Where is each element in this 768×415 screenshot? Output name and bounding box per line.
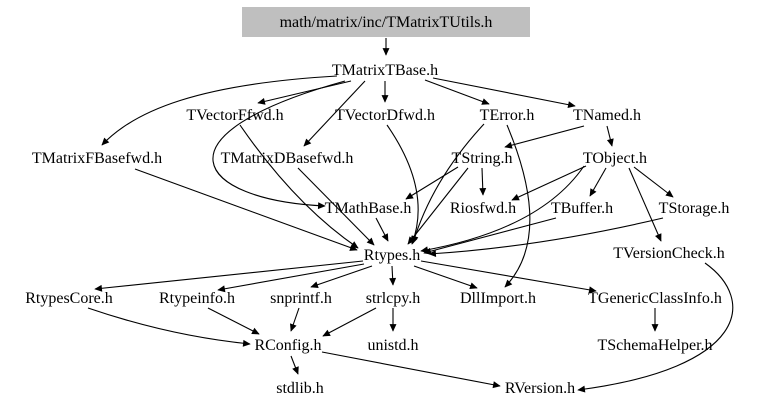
edge-Rtypes-to-Rtypeinfo: [217, 263, 365, 293]
node-label-stdlib: stdlib.h: [276, 380, 324, 397]
node-Rtypeinfo[interactable]: Rtypeinfo.h: [159, 290, 235, 307]
edge-TObject-to-TVersionCheck: [628, 167, 662, 242]
edge-strlcpy-to-RConfig: [322, 307, 377, 337]
node-RConfig[interactable]: RConfig.h: [254, 337, 321, 354]
node-strlcpy[interactable]: strlcpy.h: [366, 290, 421, 307]
edge-RtypesCore-to-RConfig: [87, 307, 251, 347]
edge-TError-to-Rtypes: [411, 123, 485, 244]
node-label-TSchemaHelper: TSchemaHelper.h: [597, 337, 712, 354]
edge-TString-to-Riosfwd: [479, 167, 487, 196]
node-TMatrixTBase[interactable]: TMatrixTBase.h: [332, 62, 438, 79]
node-TObject[interactable]: TObject.h: [583, 150, 647, 167]
edge-TVectorDfwd-to-Rtypes: [386, 124, 419, 245]
node-TMatrixDBasefwd[interactable]: TMatrixDBasefwd.h: [221, 150, 354, 167]
node-label-RtypesCore: RtypesCore.h: [25, 290, 113, 307]
node-RtypesCore[interactable]: RtypesCore.h: [25, 290, 113, 307]
node-label-Rtypes: Rtypes.h: [364, 247, 420, 264]
edge-Rtypes-to-snprintf: [310, 265, 373, 289]
edge-TString-to-Rtypes: [407, 167, 469, 245]
node-label-Rtypeinfo: Rtypeinfo.h: [159, 290, 235, 307]
node-label-TVectorFfwd: TVectorFfwd.h: [186, 107, 283, 124]
root-node-box: [242, 7, 530, 37]
node-label-TMathBase: TMathBase.h: [325, 200, 412, 217]
node-label-TMatrixTBase: TMatrixTBase.h: [332, 62, 438, 79]
node-TVectorDfwd[interactable]: TVectorDfwd.h: [335, 107, 435, 124]
edge-Rtypes-to-RtypesCore: [94, 260, 364, 292]
node-TSchemaHelper[interactable]: TSchemaHelper.h: [597, 337, 712, 354]
edge-Rtypes-to-strlcpy: [389, 265, 397, 286]
edge-TBuffer-to-Rtypes: [423, 217, 557, 255]
node-TString[interactable]: TString.h: [452, 150, 513, 167]
node-label-TError: TError.h: [480, 107, 535, 124]
edge-TStorage-to-Rtypes: [428, 217, 664, 258]
node-Riosfwd[interactable]: Riosfwd.h: [450, 200, 516, 217]
node-RVersion[interactable]: RVersion.h: [505, 380, 575, 397]
node-label-snprintf: snprintf.h: [270, 290, 332, 307]
edge-TVectorFfwd-to-Rtypes: [239, 124, 359, 249]
edge-Rtypes-to-DllImport: [413, 265, 478, 289]
edge-Rtypes-to-TGenericClassInfo: [420, 260, 597, 294]
edge-TVersionCheck-to-RVersion: [577, 262, 734, 393]
node-TMathBase[interactable]: TMathBase.h: [325, 200, 412, 217]
node-unistd[interactable]: unistd.h: [367, 337, 418, 354]
node-TNamed[interactable]: TNamed.h: [573, 107, 641, 124]
edge-TNamed-to-TObject: [606, 125, 614, 147]
edge-TObject-to-Riosfwd: [511, 165, 587, 201]
node-label-root: math/matrix/inc/TMatrixTUtils.h: [280, 14, 493, 31]
edge-snprintf-to-RConfig: [290, 307, 300, 332]
node-stdlib[interactable]: stdlib.h: [276, 380, 324, 397]
node-root: math/matrix/inc/TMatrixTUtils.h: [242, 7, 530, 37]
node-TStorage[interactable]: TStorage.h: [659, 200, 730, 217]
edge-TMatrixTBase-to-TMathBase: [212, 80, 346, 210]
node-label-TObject: TObject.h: [583, 150, 647, 167]
node-TMatrixFBasefwd[interactable]: TMatrixFBasefwd.h: [32, 150, 162, 167]
node-TVersionCheck[interactable]: TVersionCheck.h: [613, 245, 725, 262]
node-TBuffer[interactable]: TBuffer.h: [551, 200, 613, 217]
edge-TObject-to-Rtypes: [420, 165, 585, 254]
edge-TMatrixTBase-to-TMatrixDBasefwd: [303, 80, 366, 147]
edge-TMatrixDBasefwd-to-Rtypes: [297, 167, 375, 246]
node-label-TString: TString.h: [452, 150, 513, 167]
node-TError[interactable]: TError.h: [480, 107, 535, 124]
node-TVectorFfwd[interactable]: TVectorFfwd.h: [186, 107, 283, 124]
edge-TMatrixTBase-to-TError: [424, 79, 490, 105]
node-label-Riosfwd: Riosfwd.h: [450, 200, 516, 217]
node-label-TMatrixFBasefwd: TMatrixFBasefwd.h: [32, 150, 162, 167]
edge-Rtypeinfo-to-RConfig: [207, 307, 260, 335]
edge-TMathBase-to-Rtypes: [375, 217, 389, 242]
edge-TMatrixFBasefwd-to-Rtypes: [134, 168, 358, 251]
node-label-TBuffer: TBuffer.h: [551, 200, 613, 217]
edge-TMatrixTBase-to-TNamed: [432, 77, 576, 109]
edge-RConfig-to-stdlib: [290, 355, 299, 375]
node-label-RVersion: RVersion.h: [505, 380, 575, 397]
node-label-RConfig: RConfig.h: [254, 337, 321, 354]
node-label-TNamed: TNamed.h: [573, 107, 641, 124]
node-snprintf[interactable]: snprintf.h: [270, 290, 332, 307]
node-label-strlcpy: strlcpy.h: [366, 290, 421, 307]
node-label-TGenericClassInfo: TGenericClassInfo.h: [588, 290, 722, 307]
node-label-TVersionCheck: TVersionCheck.h: [613, 245, 725, 262]
edge-TError-to-DllImport: [504, 124, 531, 288]
edge-TNamed-to-TString: [504, 125, 585, 149]
node-label-TMatrixDBasefwd: TMatrixDBasefwd.h: [221, 150, 354, 167]
node-label-DllImport: DllImport.h: [460, 290, 536, 307]
node-label-TStorage: TStorage.h: [659, 200, 730, 217]
edge-TObject-to-TStorage: [633, 166, 674, 198]
node-TGenericClassInfo[interactable]: TGenericClassInfo.h: [588, 290, 722, 307]
node-Rtypes[interactable]: Rtypes.h: [364, 247, 420, 264]
edge-TMatrixTBase-to-TMatrixFBasefwd: [101, 75, 338, 146]
edge-TObject-to-TBuffer: [589, 167, 607, 197]
edge-TString-to-TMathBase: [405, 166, 459, 200]
edge-TMatrixTBase-to-TVectorFfwd: [257, 80, 352, 105]
edge-RConfig-to-RVersion: [321, 351, 501, 389]
node-label-unistd: unistd.h: [367, 337, 418, 354]
node-DllImport[interactable]: DllImport.h: [460, 290, 536, 307]
node-label-TVectorDfwd: TVectorDfwd.h: [335, 107, 435, 124]
